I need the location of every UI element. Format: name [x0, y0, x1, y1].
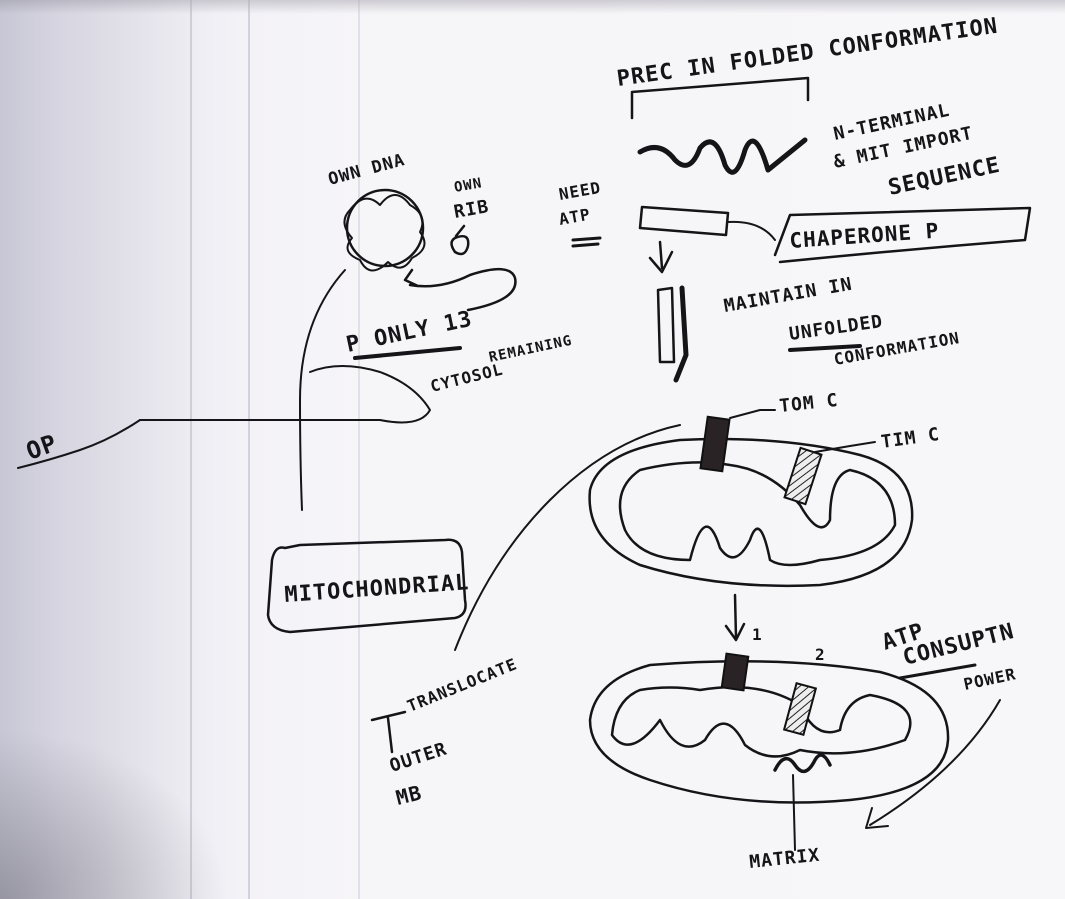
n-terminal-label-3: SEQUENCE: [886, 153, 1003, 201]
down-arrow-1: [650, 242, 672, 272]
translocate-label-3: MB: [393, 780, 424, 810]
translocate-t-glyph: [372, 712, 405, 752]
need-atp-label-2: ATP: [557, 205, 592, 229]
need-atp-label-1: NEED: [557, 178, 602, 204]
translocate-arrow: [455, 425, 680, 650]
mito1-outer-membrane: [590, 439, 913, 586]
ribosome-arrow: [405, 269, 515, 310]
own-rib-label-1: OWN: [453, 175, 484, 196]
ribosome-glyph: [452, 226, 469, 254]
tim-label: TIM C: [880, 424, 942, 453]
need-atp-underline: [573, 238, 600, 246]
op-label: OP: [22, 429, 61, 466]
dna-loop: [344, 195, 424, 271]
power-arrow: [866, 700, 1000, 828]
step-number-1: 1: [752, 625, 763, 644]
step-number-2: 2: [815, 645, 826, 664]
remaining-label-2: CYTOSOL: [428, 359, 505, 395]
matrix-pointer: [793, 775, 795, 850]
tim-complex-2: [784, 683, 816, 735]
unfolded-tail: [676, 288, 686, 380]
atp-label-3: POWER: [962, 664, 1018, 694]
mito2-outer-membrane: [590, 661, 948, 802]
translocate-label-1: TRANSLOCATE: [404, 654, 520, 715]
tom-pointer: [730, 410, 775, 418]
mitochondrial-label: MITOCHONDRIAL: [284, 570, 470, 608]
cytosol-pathway: [140, 366, 430, 422]
chaperone-connector: [728, 222, 775, 240]
maintain-label-1: MAINTAIN IN: [722, 274, 854, 317]
n-terminal-squiggle: [640, 140, 805, 172]
tom-label: TOM C: [778, 390, 839, 417]
matrix-label: MATRIX: [748, 845, 821, 873]
tom-complex-2: [722, 654, 749, 691]
cell-boundary-curve: [300, 270, 345, 510]
own-dna-label: OWN DNA: [326, 150, 407, 190]
mito2-inner-membrane: [612, 687, 910, 756]
maintain-label-2: UNFOLDED: [788, 311, 885, 345]
down-arrow-2: [726, 595, 744, 640]
translocate-label-2: OUTER: [387, 738, 450, 776]
own-rib-label-2: RIB: [452, 196, 491, 223]
mito1-inner-membrane: [620, 462, 895, 565]
matrix-squiggle: [775, 755, 830, 771]
unfolded-bar: [658, 288, 674, 362]
tim-complex-1: [785, 448, 822, 504]
chaperone-bar: [640, 207, 728, 235]
